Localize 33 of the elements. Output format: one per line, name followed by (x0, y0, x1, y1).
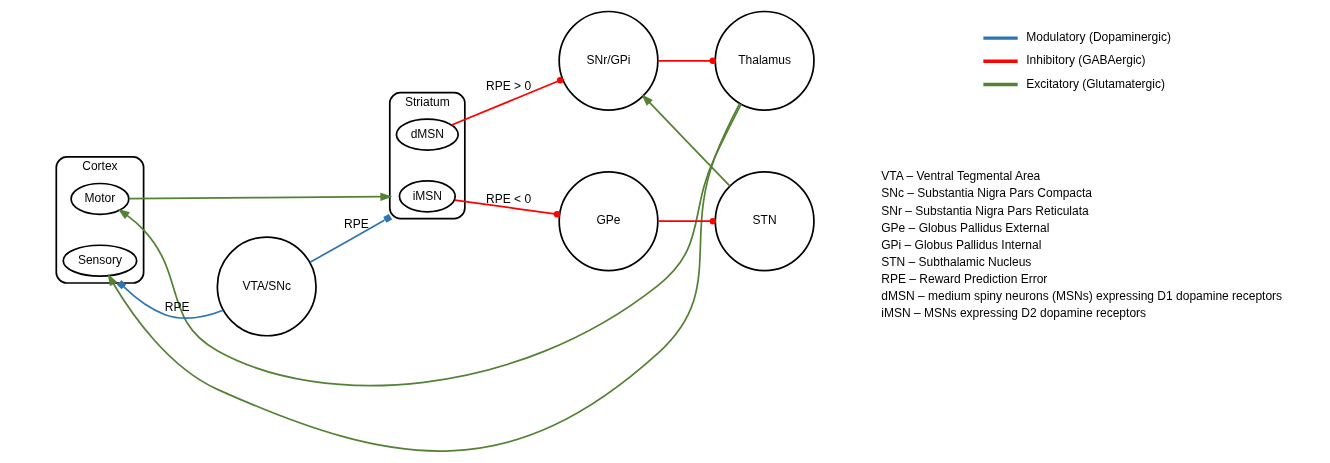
label: GPi – Globus Pallidus Internal (881, 237, 1042, 252)
node-circle: Thalamus (714, 10, 815, 111)
arrow (641, 94, 731, 187)
node-circle: STN (714, 171, 815, 272)
label: STN – Subthalamic Nucleus (881, 255, 1032, 270)
connector (309, 213, 393, 264)
connector (450, 77, 564, 126)
connector (116, 280, 225, 320)
edge-label: RPE < 0 (486, 191, 532, 206)
connector (657, 57, 717, 65)
arrow (128, 192, 393, 201)
arrow (107, 102, 741, 452)
label: VTA – Ventral Tegmental Area (881, 169, 1041, 184)
legend-label: Inhibitory (GABAergic) (1026, 53, 1146, 68)
node-ellipse: iMSN (398, 180, 457, 213)
label: dMSN – medium spiny neurons (MSNs) expressing D1 dopamine receptors (881, 289, 1283, 304)
node-circle: VTA/SNc (216, 236, 317, 337)
legend-label: Modulatory (Dopaminergic) (1026, 30, 1171, 45)
edge-label: RPE (343, 217, 369, 232)
node-circle: GPe (558, 171, 659, 272)
label: iMSN – MSNs expressing D2 dopamine receptors (881, 306, 1147, 321)
label: SNr – Substantia Nigra Pars Reticulata (881, 203, 1089, 218)
connector (657, 217, 717, 225)
label: GPe – Globus Pallidus External (881, 220, 1050, 235)
edge-label: RPE > 0 (486, 79, 532, 94)
legend-label: Excitatory (Glutamatergic) (1026, 76, 1165, 91)
node-ellipse: Motor (70, 182, 130, 216)
connector (453, 199, 561, 218)
node-ellipse: dMSN (395, 118, 460, 151)
label: SNc – Substantia Nigra Pars Compacta (881, 186, 1093, 201)
arrow (117, 103, 742, 387)
node-ellipse: Sensory (62, 244, 138, 277)
label: RPE – Reward Prediction Error (881, 272, 1048, 287)
